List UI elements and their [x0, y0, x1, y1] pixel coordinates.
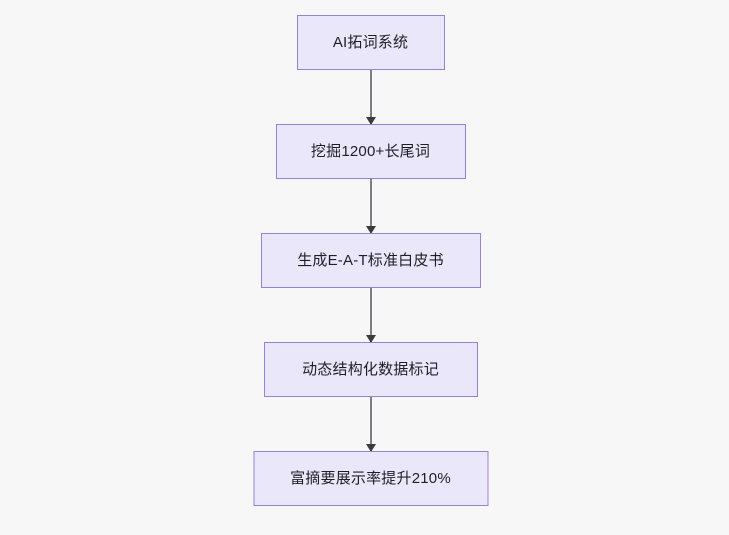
edge-line — [369, 288, 372, 342]
flowchart-node-label: 挖掘1200+长尾词 — [310, 143, 431, 160]
flowchart-node-n0[interactable]: AI拓词系统 — [296, 15, 445, 70]
edge-line — [369, 397, 372, 451]
arrowhead-icon — [365, 444, 376, 452]
arrowhead-icon — [365, 226, 376, 234]
arrowhead-icon — [365, 117, 376, 125]
flowchart-node-label: 动态结构化数据标记 — [302, 361, 439, 378]
flowchart-edge-e0 — [365, 70, 377, 125]
flowchart-node-n2[interactable]: 生成E-A-T标准白皮书 — [260, 233, 481, 288]
flowchart-node-label: 富摘要展示率提升210% — [290, 470, 451, 487]
flowchart-edge-e3 — [365, 397, 377, 452]
flowchart-node-label: AI拓词系统 — [332, 34, 409, 51]
edge-line — [369, 70, 372, 124]
flowchart-edge-e2 — [365, 288, 377, 343]
flowchart-node-label: 生成E-A-T标准白皮书 — [297, 252, 444, 269]
edge-line — [369, 179, 372, 233]
arrowhead-icon — [365, 335, 376, 343]
flowchart-node-n1[interactable]: 挖掘1200+长尾词 — [275, 124, 466, 179]
flowchart-node-n4[interactable]: 富摘要展示率提升210% — [253, 451, 488, 506]
flowchart-edge-e1 — [365, 179, 377, 234]
flowchart-node-n3[interactable]: 动态结构化数据标记 — [263, 342, 478, 397]
